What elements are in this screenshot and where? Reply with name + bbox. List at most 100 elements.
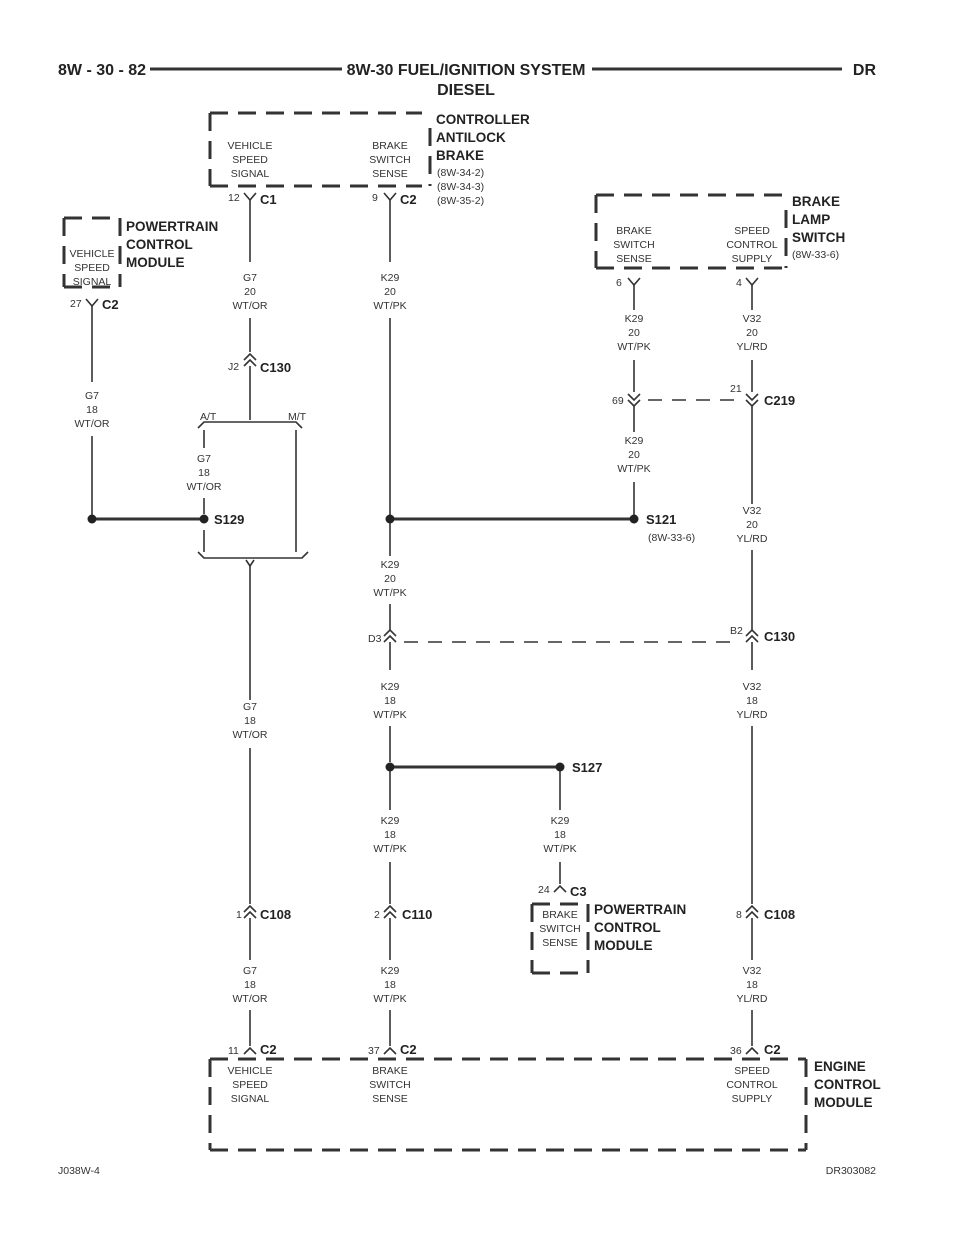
label-connectors-bls-p6-pin: 6 [616, 277, 622, 289]
label-modules-pcm-mid-name-0: POWERTRAIN [594, 902, 686, 917]
drawing-number: DR303082 [826, 1165, 876, 1177]
label-modules-bls-name-1: LAMP [792, 212, 830, 227]
label-modules-bls-pin-a-2: SENSE [616, 253, 652, 265]
label-wires-w13-0: K29 [381, 815, 400, 827]
pcm-mid-module: BRAKE SWITCH SENSE POWERTRAIN CONTROL MO… [530, 902, 686, 975]
label-modules-ecm-pin-c-0: SPEED [734, 1065, 770, 1077]
label-modules-pcm-top-name-1: CONTROL [126, 237, 193, 252]
label-modules-ecm-name-0: ENGINE [814, 1059, 866, 1074]
label-wires-w17-1: 18 [746, 979, 758, 991]
label-modules-pcm-mid-pin-0: BRAKE [542, 909, 578, 921]
label-modules-bls-refs-0: (8W-33-6) [792, 249, 839, 261]
label-wires-w12-0: V32 [743, 681, 762, 693]
label-wires-w9-1: 20 [628, 449, 640, 461]
label-wires-w17-0: V32 [743, 965, 762, 977]
label-modules-pcm-mid-pin-1: SWITCH [539, 923, 580, 935]
label-wires-w5-2: YL/RD [737, 341, 768, 353]
label-wires-w15-2: WT/OR [233, 993, 268, 1005]
pcm-top-module: VEHICLE SPEED SIGNAL POWERTRAIN CONTROL … [62, 216, 218, 289]
label-connectors-c108-r-pin: 8 [736, 909, 742, 921]
wire-label-w3: G7 18 WT/OR [187, 453, 222, 493]
label-connectors-c110-pin: 2 [374, 909, 380, 921]
label-wires-w15-0: G7 [243, 965, 257, 977]
label-wires-w14-0: K29 [551, 815, 570, 827]
ecm-module: VEHICLE SPEED SIGNAL BRAKE SWITCH SENSE … [208, 1057, 881, 1152]
label-modules-abs-refs-1: (8W-34-3) [437, 181, 484, 193]
label-connectors-ecm-c2-c-pin: 36 [730, 1045, 742, 1057]
label-wires-w2-0: K29 [381, 272, 400, 284]
label-connectors-pcm-c2-pin: 27 [70, 298, 82, 310]
label-modules-ecm-name-2: MODULE [814, 1095, 873, 1110]
label-wires-w8-1: 20 [746, 519, 758, 531]
label-wires-w8-2: YL/RD [737, 533, 768, 545]
wire-label-w1: G7 20 WT/OR [233, 272, 268, 312]
label-wires-w16-2: WT/PK [373, 993, 406, 1005]
label-wires-w16-0: K29 [381, 965, 400, 977]
label-wires-w13-2: WT/PK [373, 843, 406, 855]
abs-c2-label: C2 [400, 192, 417, 207]
label-wires-w3-2: WT/OR [187, 481, 222, 493]
label-modules-pcm-top-pin-0: VEHICLE [70, 248, 115, 260]
label-modules-abs-refs-0: (8W-34-2) [437, 167, 484, 179]
label-connectors-c108-l-name: C108 [260, 907, 291, 922]
label-connectors-bls-p4-pin: 4 [736, 277, 742, 289]
label-splices-s121-ref: (8W-33-6) [648, 532, 695, 544]
wire-label-w7: K29 20 WT/PK [373, 559, 406, 599]
wire-label-w8: V32 20 YL/RD [737, 505, 768, 545]
label-wires-w11-1: 18 [384, 695, 396, 707]
label-wires-w5-0: V32 [743, 313, 762, 325]
label-connectors-c130-b-pin-b: B2 [730, 625, 743, 637]
wire-label-w9: K29 20 WT/PK [617, 435, 650, 475]
label-wires-w10-0: G7 [243, 701, 257, 713]
figure-code: J038W-4 [58, 1165, 100, 1177]
wire-label-w5: V32 20 YL/RD [737, 313, 768, 353]
label-connectors-ecm-c2-a-name: C2 [260, 1042, 277, 1057]
label-wires-w5-1: 20 [746, 327, 758, 339]
label-wires-w6-0: G7 [85, 390, 99, 402]
label-wires-w3-1: 18 [198, 467, 210, 479]
label-wires-w7-0: K29 [381, 559, 400, 571]
label-modules-pcm-top-pin-1: SPEED [74, 262, 110, 274]
label-wires-w2-2: WT/PK [373, 300, 406, 312]
label-wires-w6-1: 18 [86, 404, 98, 416]
label-wires-w1-0: G7 [243, 272, 257, 284]
label-wires-w16-1: 18 [384, 979, 396, 991]
label-connectors-ecm-c2-b-pin: 37 [368, 1045, 380, 1057]
label-wires-w14-2: WT/PK [543, 843, 576, 855]
label-modules-pcm-mid-pin-2: SENSE [542, 937, 578, 949]
label-modules-ecm-name-1: CONTROL [814, 1077, 881, 1092]
label-modules-pcm-mid-name-1: CONTROL [594, 920, 661, 935]
label-modules-bls-name-0: BRAKE [792, 194, 840, 209]
label-wires-w17-2: YL/RD [737, 993, 768, 1005]
label-modules-ecm-pin-c-1: CONTROL [726, 1079, 777, 1091]
label-wires-w12-2: YL/RD [737, 709, 768, 721]
label-connectors-c219-pin-a: 69 [612, 395, 624, 407]
splice-s127: S127 [572, 760, 602, 775]
page-subtitle: DIESEL [437, 82, 495, 99]
label-connectors-c219-pin-b: 21 [730, 383, 742, 395]
label-modules-abs-pin-b-1: SWITCH [369, 154, 410, 166]
page-number: 8W - 30 - 82 [58, 62, 146, 79]
label-wires-w11-2: WT/PK [373, 709, 406, 721]
label-wires-w9-2: WT/PK [617, 463, 650, 475]
label-modules-bls-pin-a-1: SWITCH [613, 239, 654, 251]
label-modules-abs-pin-a-2: SIGNAL [231, 168, 270, 180]
splice-s129: S129 [214, 512, 244, 527]
label-wires-w4-2: WT/PK [617, 341, 650, 353]
wire-label-w17: V32 18 YL/RD [737, 965, 768, 1005]
label-wires-w7-1: 20 [384, 573, 396, 585]
abs-c1-label: C1 [260, 192, 277, 207]
brake-lamp-switch: BRAKE SWITCH SENSE SPEED CONTROL SUPPLY … [594, 193, 845, 270]
label-wires-w1-2: WT/OR [233, 300, 268, 312]
label-connectors-pcm-c3-pin: 24 [538, 884, 550, 896]
abs-module-name-3: BRAKE [436, 148, 484, 163]
label-options-mt: M/T [288, 411, 307, 423]
label-modules-pcm-top-name-0: POWERTRAIN [126, 219, 218, 234]
wire-label-w15: G7 18 WT/OR [233, 965, 268, 1005]
label-wires-w14-1: 18 [554, 829, 566, 841]
page-title: 8W-30 FUEL/IGNITION SYSTEM [347, 62, 586, 79]
label-options-at: A/T [200, 411, 217, 423]
label-modules-pcm-top-pin-2: SIGNAL [73, 276, 112, 288]
label-modules-ecm-pin-c-2: SUPPLY [732, 1093, 773, 1105]
